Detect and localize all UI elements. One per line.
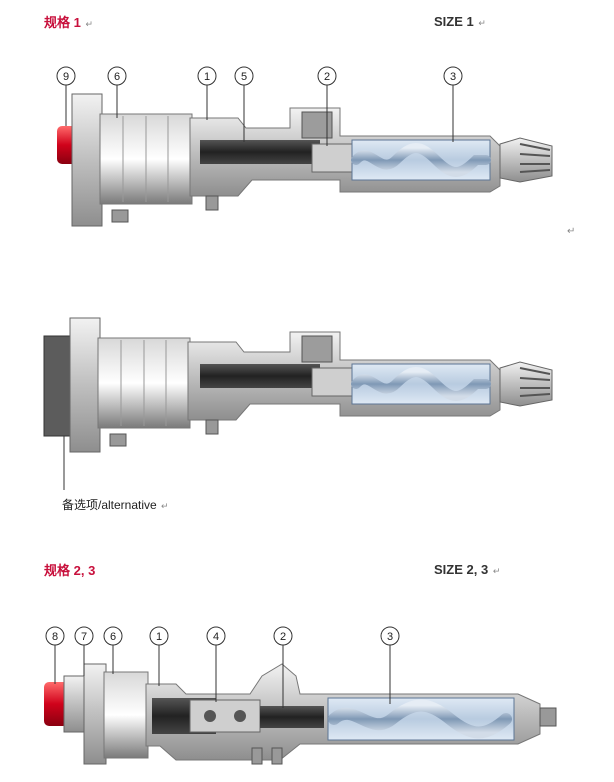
callout-label: 1 (204, 71, 210, 83)
rotor (328, 699, 512, 739)
motor-flange (71, 93, 103, 227)
callout: 5 (234, 66, 254, 142)
callout: 6 (103, 626, 123, 674)
motor-flange (83, 663, 107, 765)
callout: 9 (56, 66, 76, 126)
pump-size1 (57, 93, 553, 227)
callout-label: 2 (280, 631, 286, 643)
outlet-nozzle (539, 707, 557, 727)
return-mark: ↵ (85, 19, 94, 29)
callout: 6 (107, 66, 127, 118)
drive-shaft (200, 364, 320, 388)
motor-body (103, 671, 149, 759)
alternative-caption: 备选项/alternative ↵ (62, 496, 169, 513)
callout-label: 4 (213, 631, 219, 643)
pump-size1-alternative (43, 317, 553, 490)
callout-label: 3 (450, 71, 456, 83)
size2-heading-num: 2, 3 (73, 563, 96, 578)
callout-label: 6 (114, 71, 120, 83)
callout-label: 2 (324, 71, 330, 83)
callout-label: 3 (387, 631, 393, 643)
callout: 2 (317, 66, 337, 146)
return-mark: ↵ (567, 226, 576, 237)
callout-label: 5 (241, 71, 247, 83)
return-mark: ↵ (161, 501, 169, 511)
cardan-joint (189, 699, 261, 733)
alternative-motor-cap (43, 335, 71, 437)
alternative-caption-text: 备选项/alternative (62, 498, 157, 512)
callout-label: 6 (110, 631, 116, 643)
rotor (351, 367, 491, 401)
size1-heading-left: 规格 1 ↵ (44, 12, 93, 31)
callouts-size1: 9 6 1 5 2 3 (56, 66, 463, 146)
callout: 8 (45, 626, 65, 684)
callout: 1 (149, 626, 169, 686)
size2-heading-right: SIZE 2, 3 ↵ (434, 562, 500, 577)
size1-heading-right: SIZE 1 ↵ (434, 14, 486, 29)
size1-heading-num: 1 (73, 15, 81, 30)
return-mark: ↵ (492, 566, 501, 576)
callout: 7 (74, 626, 94, 676)
size2-heading-cn: 规格 (44, 563, 71, 578)
return-mark: ↵ (478, 18, 486, 28)
size1-heading-cn: 规格 (44, 15, 71, 30)
coupling-cap (44, 682, 68, 726)
inlet-port (301, 335, 333, 363)
motor-flange (69, 317, 101, 453)
callout: 3 (380, 626, 400, 704)
callout: 2 (273, 626, 293, 708)
size1-heading-en: SIZE 1 (434, 14, 474, 29)
coupling-joint (311, 367, 353, 397)
coupling-joint (311, 143, 353, 173)
pump-size2-3 (44, 663, 557, 765)
callout-label: 8 (52, 631, 58, 643)
size2-heading-en: SIZE 2, 3 (434, 562, 489, 577)
callout: 1 (197, 66, 217, 120)
callouts-size2-3: 8 7 6 1 4 2 3 (45, 626, 400, 708)
callout: 4 (206, 626, 226, 702)
size2-heading-left: 规格 2, 3 (44, 560, 95, 579)
drive-shaft (200, 140, 320, 164)
callout-label: 1 (156, 631, 162, 643)
rotor (351, 143, 491, 177)
callout-label: 9 (63, 71, 69, 83)
callout: 3 (443, 66, 463, 142)
callout-label: 7 (81, 631, 87, 643)
